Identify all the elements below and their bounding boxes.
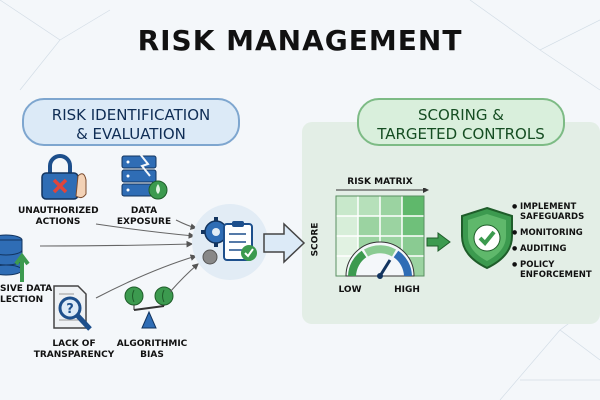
- risk-label-transparency-line1: LACK OF: [52, 339, 96, 349]
- document-question-icon: ?: [53, 285, 92, 331]
- risk-matrix: [335, 188, 429, 279]
- risk-label-unauthorized-line1: UNAUTHORIZED: [18, 206, 99, 216]
- risk-matrix-title: RISK MATRIX: [347, 177, 413, 187]
- risk-label-exposure: DATA EXPOSURE: [112, 206, 176, 228]
- risk-label-transparency-line2: TRANSPARENCY: [33, 350, 115, 360]
- scoring-line2: TARGETED CONTROLS: [377, 125, 545, 143]
- score-axis-label: SCORE: [306, 210, 326, 270]
- gauge-low-label: LOW: [338, 285, 362, 295]
- control-item-monitoring: MONITORING: [512, 228, 600, 238]
- page-title: RISK MANAGEMENT: [137, 24, 463, 57]
- risk-label-unauthorized: UNAUTHORIZED ACTIONS: [18, 206, 99, 228]
- control-item-safeguards-text: IMPLEMENT SAFEGUARDS: [520, 202, 585, 222]
- risk-label-collection-line1: SIVE DATA: [0, 284, 53, 294]
- control-item-safeguards: IMPLEMENT SAFEGUARDS: [512, 202, 600, 222]
- control-item-auditing-text: AUDITING: [520, 244, 567, 254]
- risk-identification-label: RISK IDENTIFICATION & EVALUATION: [22, 98, 240, 146]
- risk-label-bias: ALGORITHMIC BIAS: [110, 339, 194, 361]
- control-item-policy: POLICY ENFORCEMENT: [512, 260, 600, 280]
- score-axis-text: SCORE: [310, 222, 321, 257]
- transition-arrow-icon: [263, 222, 306, 264]
- brain-scale-icon: [124, 286, 174, 329]
- risk-label-exposure-line1: DATA: [130, 206, 158, 216]
- risk-label-transparency: LACK OF TRANSPARENCY: [28, 339, 120, 361]
- risk-label-exposure-line2: EXPOSURE: [116, 217, 172, 227]
- scoring-line1: SCORING &: [418, 106, 504, 124]
- lock-icon: [41, 154, 87, 200]
- svg-text:?: ?: [66, 302, 74, 317]
- risk-identification-line1: RISK IDENTIFICATION: [51, 106, 211, 124]
- risk-label-unauthorized-line2: ACTIONS: [35, 217, 81, 227]
- control-item-policy-text: POLICY ENFORCEMENT: [520, 260, 592, 280]
- risk-label-collection: SIVE DATA LECTION: [0, 284, 54, 306]
- risk-label-bias-line2: BIAS: [140, 350, 164, 360]
- database-icon: [0, 234, 30, 282]
- risk-label-bias-line1: ALGORITHMIC: [116, 339, 188, 349]
- gauge-high-label: HIGH: [394, 285, 420, 295]
- risk-identification-line2: & EVALUATION: [76, 125, 186, 143]
- control-item-auditing: AUDITING: [512, 244, 600, 254]
- controls-list: IMPLEMENT SAFEGUARDS MONITORING AUDITING…: [512, 202, 600, 286]
- shield-check-icon: [461, 206, 513, 270]
- risk-label-collection-line2: LECTION: [0, 295, 44, 305]
- control-item-monitoring-text: MONITORING: [520, 228, 583, 238]
- control-arrow-icon: [426, 232, 451, 252]
- server-icon: [121, 153, 168, 200]
- evaluation-hub-icon: [192, 204, 268, 280]
- scoring-controls-label: SCORING & TARGETED CONTROLS: [357, 98, 565, 146]
